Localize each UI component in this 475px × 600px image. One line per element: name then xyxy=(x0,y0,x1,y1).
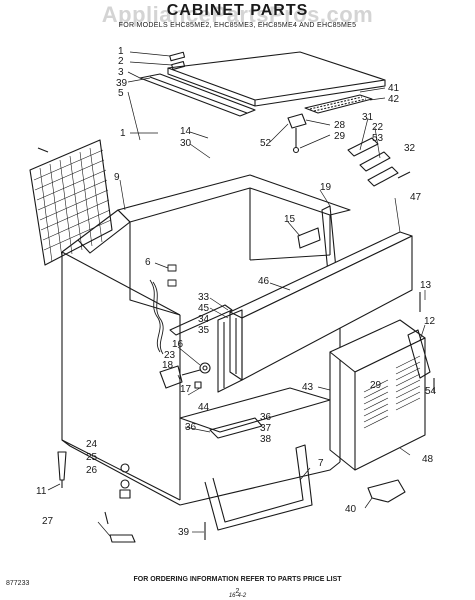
compressor-cover xyxy=(329,319,426,471)
ice-scoop xyxy=(367,479,406,503)
callout-label: 39 xyxy=(178,527,190,538)
callout-label: 14 xyxy=(180,126,192,137)
callout-label: 39 xyxy=(116,78,128,89)
callout-label: 46 xyxy=(258,276,270,287)
callout-label: 1 xyxy=(118,46,124,57)
callout-label: 22 xyxy=(372,122,384,133)
reference-number: 16-4-2 xyxy=(228,593,247,599)
callout-label: 13 xyxy=(420,280,432,291)
page-number: 2 xyxy=(235,588,240,595)
callout-label: 48 xyxy=(422,454,434,465)
mounting-bracket xyxy=(297,227,321,249)
caster-assembly xyxy=(119,463,131,499)
callout-label: 23 xyxy=(164,350,176,361)
callout-label: 15 xyxy=(284,214,296,225)
callout-label: 18 xyxy=(162,360,174,371)
callout-label: 31 xyxy=(362,112,374,123)
callout-label: 6 xyxy=(145,257,151,268)
callout-label: 5 xyxy=(118,88,124,99)
callout-label: 36 xyxy=(260,412,272,423)
callout-label: 12 xyxy=(424,316,436,327)
hinge-plate xyxy=(171,60,186,71)
wire-harness xyxy=(149,264,177,355)
callout-label: 36 xyxy=(185,422,197,433)
callout-label: 29 xyxy=(370,380,382,391)
ordering-note: FOR ORDERING INFORMATION REFER TO PARTS … xyxy=(133,576,342,583)
callout-label: 2 xyxy=(118,56,124,67)
callout-label: 16 xyxy=(172,339,184,350)
leveling-foot xyxy=(57,451,67,488)
models-subtitle: FOR MODELS EHC85ME2, EHC85ME3, EHC85ME4 … xyxy=(118,22,357,29)
callout-label: 30 xyxy=(180,138,192,149)
compressor-frame xyxy=(217,309,243,393)
callout-label: 33 xyxy=(198,292,210,303)
callout-label: 38 xyxy=(260,434,272,445)
callout-label: 28 xyxy=(334,120,346,131)
callout-label: 44 xyxy=(198,402,210,413)
callout-label: 19 xyxy=(320,182,332,193)
callout-label: 53 xyxy=(372,133,384,144)
callout-label: 24 xyxy=(86,439,98,450)
cabinet-body xyxy=(61,174,351,506)
cabinet-lid xyxy=(167,51,386,107)
callout-label: 26 xyxy=(86,465,98,476)
hinge-bracket xyxy=(169,51,186,62)
leader-lines xyxy=(47,51,426,537)
callout-label: 9 xyxy=(114,172,120,183)
callout-label: 1 xyxy=(120,128,126,139)
callout-labels: 1 2 3 39 5 41 42 1 14 30 52 28 29 31 22 … xyxy=(36,46,437,538)
callout-label: 52 xyxy=(260,138,272,149)
callout-label: 32 xyxy=(404,143,416,154)
hinge-assembly-right xyxy=(347,137,411,187)
callout-label: 3 xyxy=(118,67,124,78)
caster-screw xyxy=(104,511,109,525)
callout-label: 35 xyxy=(198,325,210,336)
diagram-code: 877233 xyxy=(6,580,30,587)
callout-label: 40 xyxy=(345,504,357,515)
thermostat-assembly xyxy=(159,362,211,389)
lid-handle xyxy=(304,94,373,114)
condenser-grille xyxy=(29,139,113,266)
shelf-rail xyxy=(169,304,233,336)
page-title: CABINET PARTS xyxy=(166,2,309,19)
corner-cap xyxy=(109,534,136,543)
callout-label: 54 xyxy=(425,386,437,397)
callout-label: 42 xyxy=(388,94,400,105)
base-frame xyxy=(204,444,313,531)
callout-label: 27 xyxy=(42,516,54,527)
lid-hinge xyxy=(287,113,307,129)
lid-hinge-strip xyxy=(139,73,256,117)
callout-label: 34 xyxy=(198,314,210,325)
callout-label: 7 xyxy=(318,458,324,469)
watermark: AppliancePartsPros.com xyxy=(101,2,374,27)
callout-label: 43 xyxy=(302,382,314,393)
callout-label: 45 xyxy=(198,303,210,314)
grille-screw xyxy=(37,147,49,153)
callout-label: 29 xyxy=(334,131,346,142)
side-bracket xyxy=(407,329,431,379)
callout-label: 17 xyxy=(180,384,192,395)
callout-label: 41 xyxy=(388,83,400,94)
callout-label: 25 xyxy=(86,452,98,463)
callout-label: 37 xyxy=(260,423,272,434)
rear-panel xyxy=(229,231,413,381)
callout-label: 11 xyxy=(36,486,47,497)
lid-strip-edge xyxy=(149,76,248,114)
callout-label: 47 xyxy=(410,192,422,203)
hinge-screw-head xyxy=(292,146,300,154)
